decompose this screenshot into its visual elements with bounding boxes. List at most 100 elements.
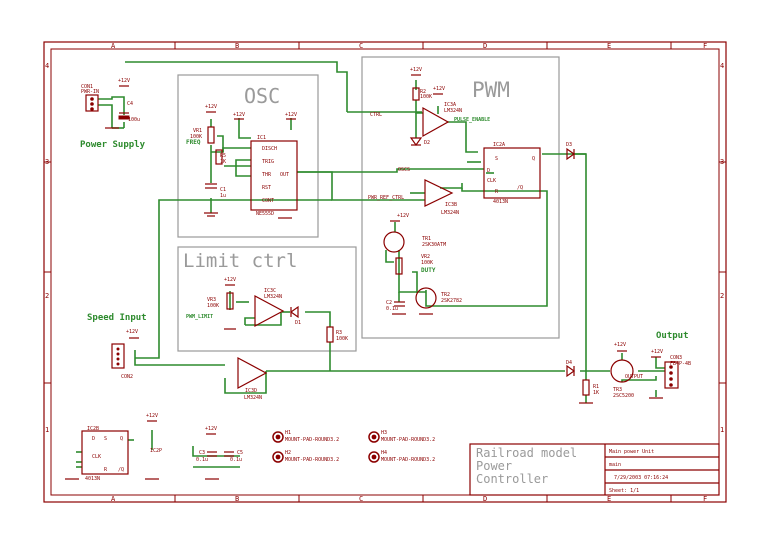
ic3d-symbol — [237, 356, 268, 390]
tr2-ref: TR2 — [441, 292, 450, 298]
title-block: Railroad model Power Controller Main pow… — [469, 443, 720, 496]
tr3-net-label: OUTPUT — [625, 374, 643, 380]
pwm-vcc-label-2: +12V — [433, 86, 445, 92]
ic1-pin-disch: DISCH — [262, 146, 277, 152]
ic2b-body — [81, 430, 129, 475]
col-label-top-a: A — [111, 42, 116, 50]
c1-ref: C1 — [220, 187, 226, 193]
tr1-vcc-label: +12V — [397, 213, 409, 219]
row-label-right-4: 4 — [720, 62, 724, 70]
ic2a-value: 4013N — [493, 199, 508, 205]
c5-ref: C5 — [237, 450, 243, 456]
drawing-inner-frame — [50, 48, 720, 496]
tr3-value: 2SC5200 — [613, 393, 634, 399]
osc-block-title: OSC — [244, 84, 280, 108]
con3-ref: CON3 — [670, 355, 682, 361]
ic3b-value: LM324N — [441, 210, 459, 216]
ic1-pin-rst: RST — [262, 185, 271, 191]
ic2a-ref: IC2A — [493, 142, 505, 148]
c4-value: 100u — [128, 117, 140, 123]
mount-h4-label: MOUNT-PAD-ROUND3.2 — [381, 457, 435, 463]
r5-value: 1K — [220, 159, 226, 165]
vr2-ref: VR2 — [421, 254, 430, 260]
vr3-value: 100K — [207, 303, 219, 309]
output-vcc-label: +12V — [651, 349, 663, 355]
ic3b-ref: IC3B — [445, 202, 457, 208]
ic2b-value: 4013N — [85, 476, 100, 482]
ctrl-net-label: CTRL — [370, 112, 382, 118]
output-label: Output — [656, 331, 689, 341]
net-wires — [76, 61, 665, 468]
col-label-bottom-c: C — [359, 495, 363, 503]
col-label-top-c: C — [359, 42, 363, 50]
speed-input-section: Speed Input +12V CON2 IC3D LM324N — [87, 313, 268, 401]
title-block-file: main — [609, 462, 621, 468]
limit-ctrl-section: +12V VR3 100K PWM_LIMIT IC3C LM324N D1 R… — [186, 277, 348, 343]
ic1-ref: IC1 — [257, 135, 266, 141]
c5-value: 0.1u — [230, 457, 242, 463]
limit-block-box — [177, 246, 357, 352]
c2-ref: C2 — [386, 300, 392, 306]
ic3d-ref: IC3D — [245, 388, 257, 394]
col-label-bottom-e: E — [607, 495, 611, 503]
con1-value: PWR-IN — [81, 89, 99, 95]
tr1-symbol — [383, 231, 405, 253]
ic3a-value: LM324N — [444, 108, 462, 114]
d2-symbol — [409, 137, 423, 147]
ic3c-ref: IC3C — [264, 288, 276, 294]
r3-value: 100K — [336, 336, 348, 342]
d2-ref: D2 — [424, 140, 430, 146]
row-label-left-4: 4 — [45, 62, 49, 70]
osc-block-box — [177, 74, 319, 238]
ic2a-pin-s: S — [495, 156, 498, 162]
speed-vcc-label: +12V — [126, 329, 138, 335]
vr2-value: 100K — [421, 260, 433, 266]
ic2b-pin-nq: /Q — [118, 467, 124, 473]
pwm-limit-net-label: PWM_LIMIT — [186, 314, 213, 320]
col-label-top-d: D — [483, 42, 487, 50]
decoupling-vcc-label: +12V — [205, 426, 217, 432]
mount-h1-label: MOUNT-PAD-ROUND3.2 — [285, 437, 339, 443]
ic2b-pin-s: S — [104, 436, 107, 442]
ic3c-value: LM324N — [264, 294, 282, 300]
ic2a-body — [483, 147, 541, 199]
tr1-value: 2SK30ATM — [422, 242, 446, 248]
col-label-bottom-f: F — [703, 495, 707, 503]
col-label-bottom-d: D — [483, 495, 487, 503]
r2-ref: R2 — [420, 89, 426, 95]
row-label-right-3: 3 — [720, 158, 724, 166]
power-supply-section: CON1 PWR-IN +12V C4 100u Power Supply — [80, 78, 146, 150]
tr3-ref: TR3 — [613, 387, 622, 393]
vr1-value: 100K — [190, 134, 202, 140]
d4-symbol — [566, 364, 576, 378]
ic2a-pin-d: D — [487, 168, 490, 174]
c1-value: 1u — [220, 193, 226, 199]
row-label-right-2: 2 — [720, 292, 724, 300]
con1-ref: CON1 — [81, 84, 93, 90]
ic2a-pin-nq: /Q — [517, 185, 523, 191]
ic1-body — [250, 140, 298, 211]
output-section: D4 R1 1K +12V OUTPUT TR3 2SC5200 Output … — [566, 331, 691, 404]
mount-h2-ref: H2 — [285, 450, 291, 456]
bottom-parts-section: IC2B 4013N D CLK S R Q /Q +12V IC2P +12V… — [65, 413, 243, 482]
row-label-right-1: 1 — [720, 426, 724, 434]
ic3b-symbol — [424, 179, 454, 207]
ic2b-pin-d: D — [92, 436, 95, 442]
row-label-left-3: 3 — [45, 158, 49, 166]
osc-vcc-label-1: +12V — [205, 104, 217, 110]
c4-ref: C4 — [127, 101, 133, 107]
d4-ref: D4 — [566, 360, 572, 366]
mount-h4-ref: H4 — [381, 450, 387, 456]
power-supply-label: Power Supply — [80, 140, 146, 150]
tr3-vcc-label: +12V — [614, 342, 626, 348]
d3-ref: D3 — [566, 142, 572, 148]
vr1-ref: VR1 — [193, 128, 202, 134]
tr1-ref: TR1 — [422, 236, 431, 242]
r3-ref: R3 — [336, 330, 342, 336]
r1-value: 1K — [593, 390, 599, 396]
ic2p-vcc-label: +12V — [146, 413, 158, 419]
pwm-block-box — [361, 56, 560, 339]
pwm-block-title: PWM — [472, 78, 510, 102]
